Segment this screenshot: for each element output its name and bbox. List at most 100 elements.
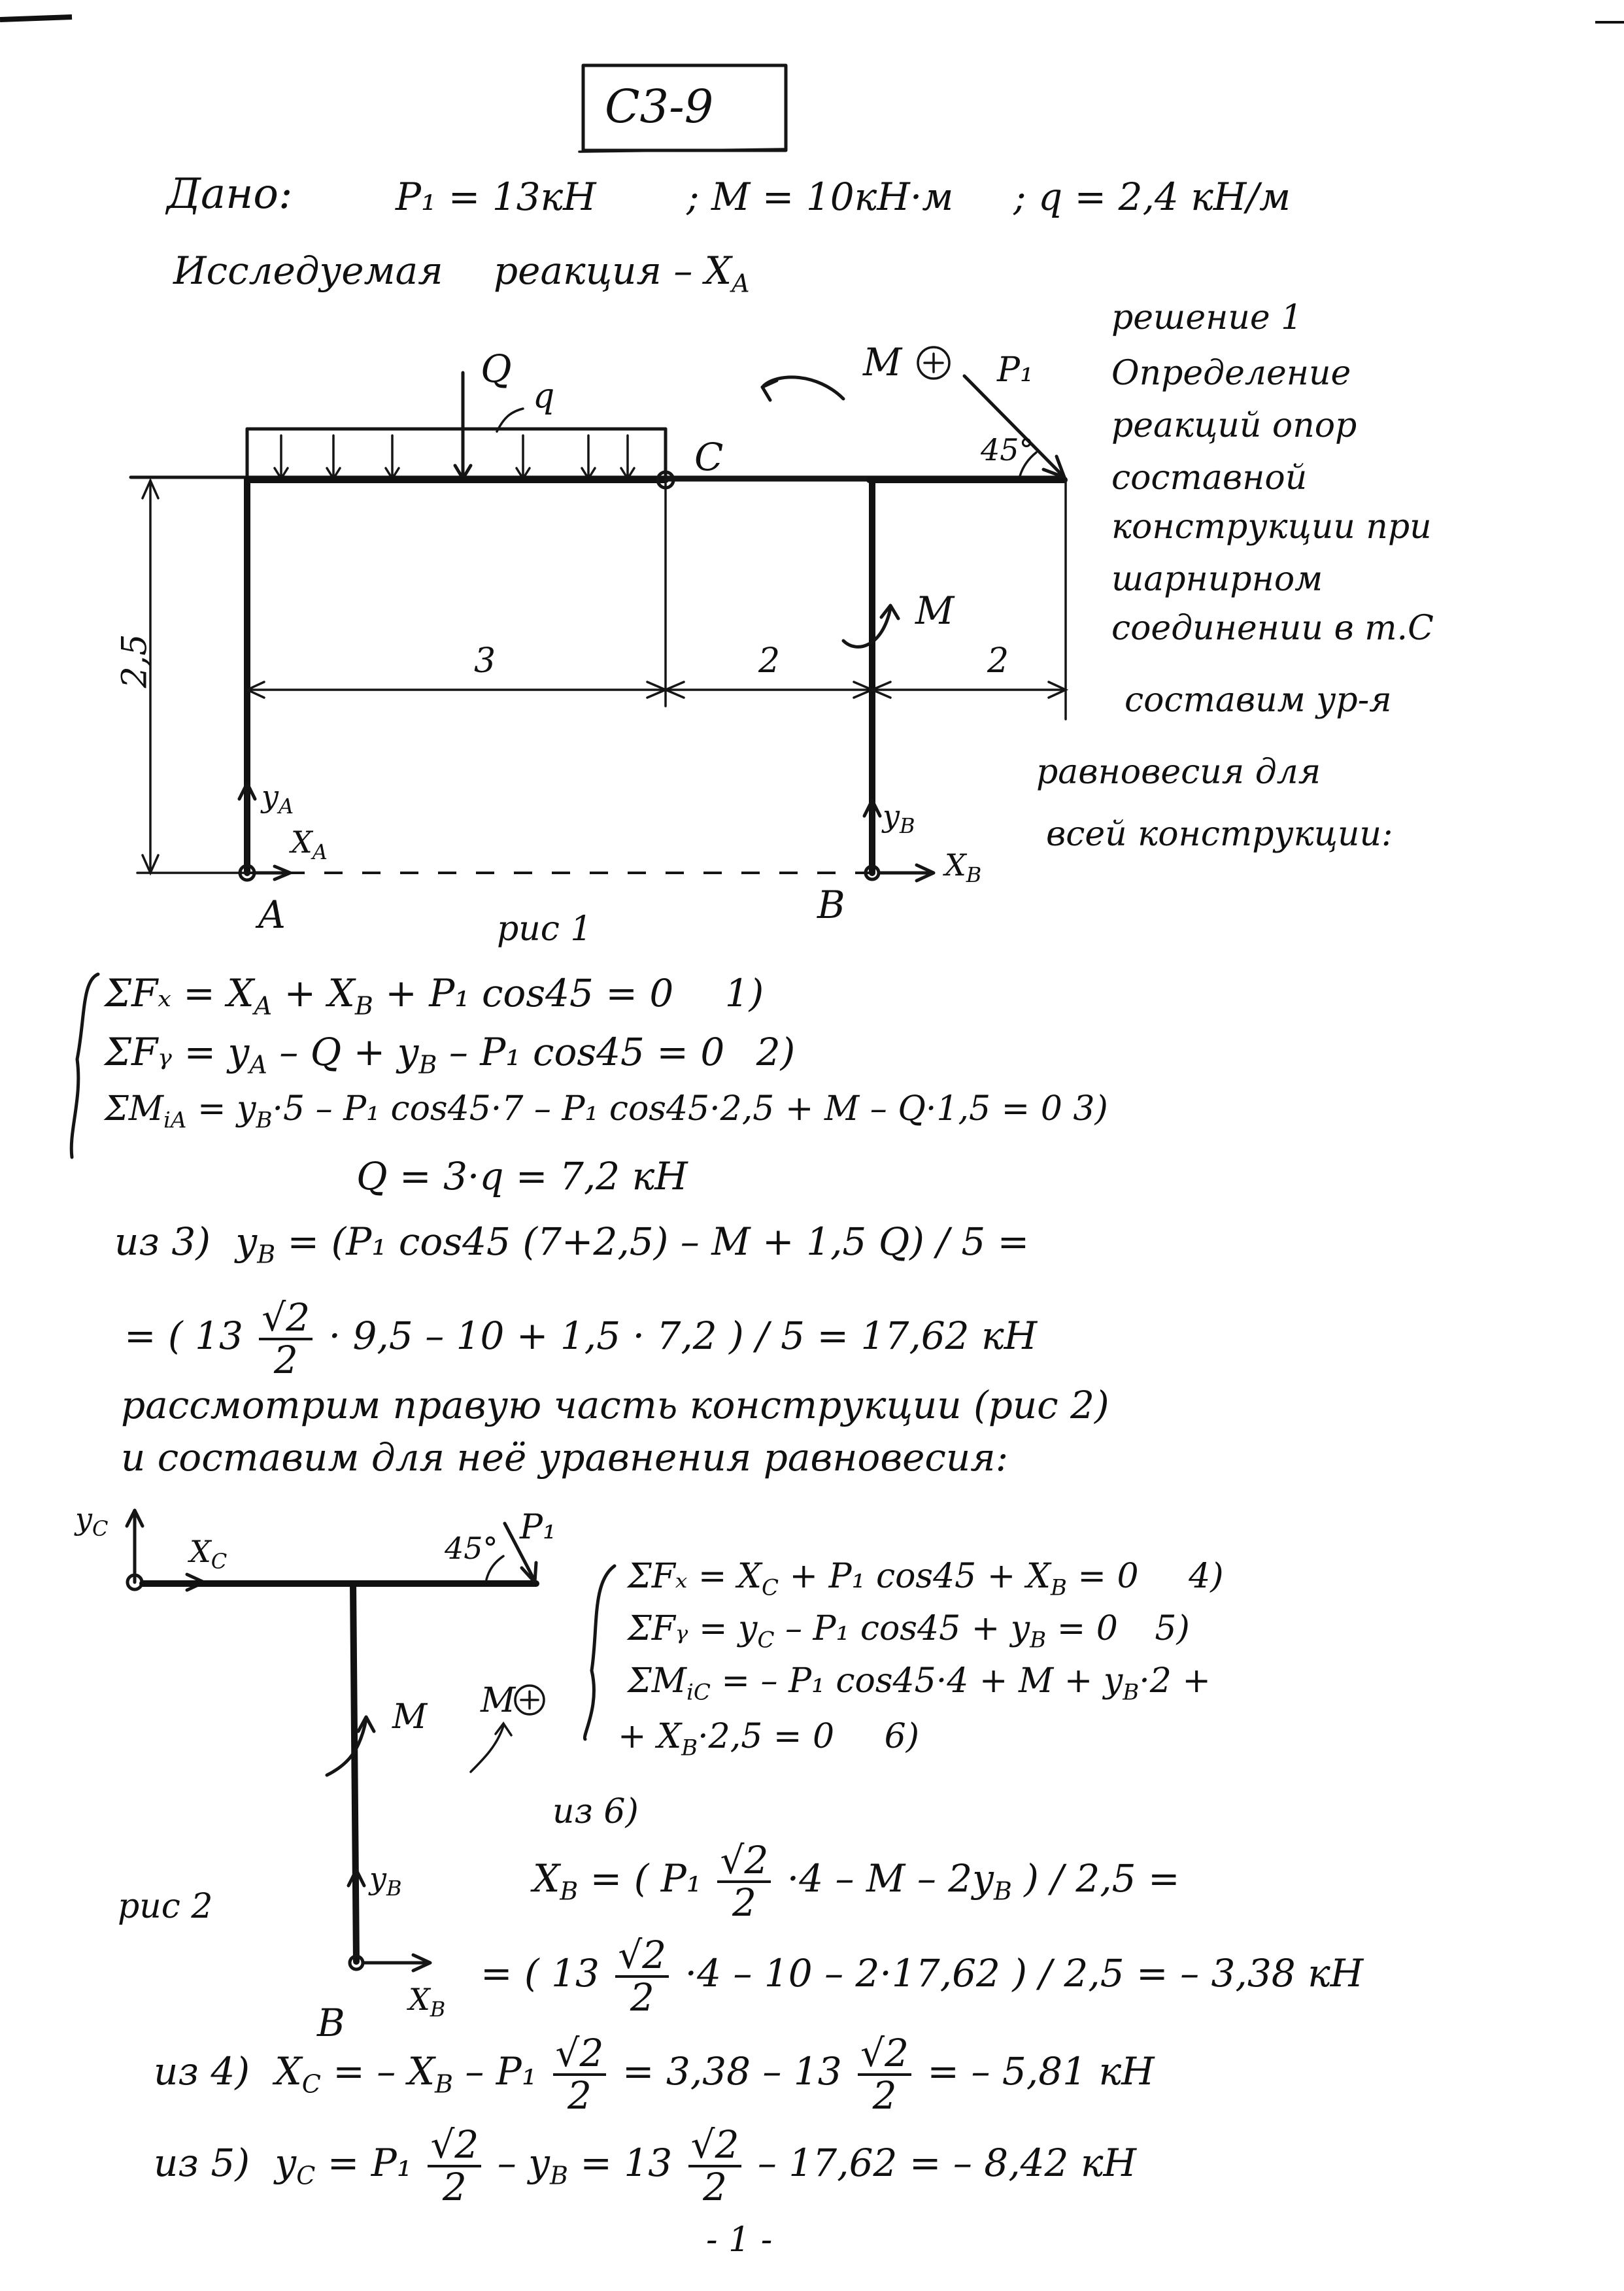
calc-xC-a: = – X [320, 2048, 435, 2094]
fig1-label-C: C [694, 435, 724, 479]
side-note-line: равновесия для [1036, 753, 1321, 792]
eq6-b: = – P₁ cos45·4 + M + y [710, 1661, 1123, 1701]
frac-num: √2 [688, 2125, 742, 2167]
eq5-b: – P₁ cos45 + y [774, 1609, 1030, 1648]
fig1-dim-height: 2,5 [115, 634, 155, 688]
calc-xC-c: = 3,38 – 13 [622, 2048, 842, 2094]
eq4-c: = 0 [1066, 1557, 1139, 1596]
eq3-b: = y [186, 1089, 256, 1129]
calc-yB-value-a: = ( 13 [124, 1313, 243, 1358]
yB-text: y [883, 798, 900, 834]
title-box-underline [578, 148, 786, 153]
eq-6: ΣMiC = – P₁ cos45·4 + M + yB·2 + [628, 1664, 1211, 1703]
fig2-label-angle: 45° [445, 1531, 498, 1566]
brace-2 [583, 1564, 617, 1741]
calc-yC-label: y [275, 2140, 297, 2185]
eq2-sub: A [249, 1050, 267, 1079]
eq5-sub: C [757, 1627, 775, 1654]
text2-line2: и составим для неё уравнения равновесия: [121, 1435, 1009, 1480]
frac-num: √2 [615, 1935, 669, 1978]
fig2-label-M: M [392, 1697, 428, 1737]
side-note-line: решение 1 [1111, 298, 1303, 337]
frac-num: √2 [552, 2033, 607, 2076]
eq3-sub2: B [256, 1107, 273, 1134]
fig2-label-xC: XC [190, 1536, 227, 1572]
fig2-label-yB: yB [369, 1863, 402, 1899]
eq2-c: – P₁ cos45 = 0 [437, 1030, 725, 1074]
fig1-label-angle: 45° [981, 432, 1034, 467]
eq1-sub2: B [354, 991, 373, 1021]
fig2-label-M-sign: M [481, 1681, 516, 1720]
side-note-line: реакций опор [1111, 406, 1357, 445]
xB-sub: B [966, 862, 982, 888]
eq2-sub2: B [418, 1050, 437, 1079]
eq4-sub: C [761, 1574, 779, 1601]
calc-from4: из 4) [154, 2048, 250, 2094]
sought-label: Исследуемая [173, 248, 443, 293]
calc-yC-b: – y [497, 2140, 550, 2185]
calc-yB-value-b: · 9,5 – 10 + 1,5 · 7,2 ) / 5 = 17,62 кН [328, 1313, 1038, 1358]
page-title: С3-9 [605, 80, 714, 133]
eq-5: ΣFᵧ = yC – P₁ cos45 + yB = 0 5) [628, 1612, 1190, 1651]
calc-xB-b: ·4 – M – 2y [787, 1856, 994, 1901]
corner-stroke [0, 14, 73, 22]
eq1-sub: A [254, 991, 273, 1021]
calc-xB-b-sub: B [993, 1876, 1012, 1906]
fig1-label-xB: XB [945, 850, 981, 885]
fig1-label-Q: Q [481, 347, 512, 391]
calc-yB-label: y [235, 1219, 258, 1264]
figure-2 [125, 1508, 545, 1973]
calc-yC-d: – 17,62 = – 8,42 кН [757, 2140, 1137, 2185]
eq-4: ΣFₓ = XC + P₁ cos45 + XB = 0 4) [628, 1559, 1224, 1599]
fig1-label-M-column: M [915, 588, 955, 633]
fig1-label-yB: yB [883, 801, 915, 836]
side-note-line: составной [1111, 458, 1308, 498]
fig2-yC-sub: C [92, 1516, 109, 1542]
eq1-a: ΣFₓ = X [105, 971, 254, 1015]
calc-xC-b: – P₁ [452, 2048, 537, 2094]
fig1-point-A: A [258, 892, 286, 937]
fig2-yC-text: y [75, 1501, 92, 1536]
fig1-dim-2b: 2 [987, 641, 1009, 681]
calc-yB-rest: = (P₁ cos45 (7+2,5) – M + 1,5 Q) / 5 = [275, 1219, 1030, 1264]
fig1-caption: рис 1 [497, 909, 592, 949]
frac-num: √2 [259, 1298, 313, 1340]
eq-1: ΣFₓ = XA + XB + P₁ cos45 = 0 1) [105, 974, 764, 1019]
fig2-yB-text: y [369, 1861, 386, 1896]
fig2-label-P1: P₁ [520, 1508, 556, 1547]
yA-sub: A [279, 794, 294, 819]
frac-den: 2 [872, 2073, 897, 2118]
calc-yB: из 3) yB = (P₁ cos45 (7+2,5) – M + 1,5 Q… [114, 1223, 1029, 1267]
eq4-b: + P₁ cos45 + X [778, 1557, 1051, 1596]
side-note-line: всей конструкции: [1046, 815, 1393, 854]
fig2-xC-text: X [190, 1534, 211, 1569]
calc-from6: из 6) [552, 1792, 639, 1831]
given-m: ; M = 10кН·м [686, 175, 954, 219]
calc-xB-a: = ( P₁ [578, 1856, 702, 1901]
fig1-label-M-top: M [863, 340, 902, 384]
side-note-line: конструкции при [1111, 507, 1432, 547]
sought-value-text: реакция – X [494, 248, 732, 293]
eq6b-b: ·2,5 = 0 [698, 1717, 835, 1756]
calc-Q: Q = 3·q = 7,2 кН [356, 1154, 688, 1198]
calc-xB-sub: B [560, 1876, 579, 1906]
side-note-line: Определение [1111, 354, 1351, 393]
fig1-dim-2a: 2 [758, 641, 781, 681]
calc-xB-label: X [533, 1856, 560, 1901]
eq3-sub: iA [163, 1107, 187, 1134]
eq1-number: 1) [724, 971, 764, 1015]
eq6-number: 6) [884, 1717, 919, 1756]
frac-den: 2 [567, 2073, 592, 2118]
page-number: - 1 - [706, 2220, 773, 2260]
fig1-label-xA: XA [291, 827, 328, 862]
fig2-caption: рис 2 [118, 1887, 213, 1926]
eq4-sub2: B [1050, 1574, 1067, 1601]
